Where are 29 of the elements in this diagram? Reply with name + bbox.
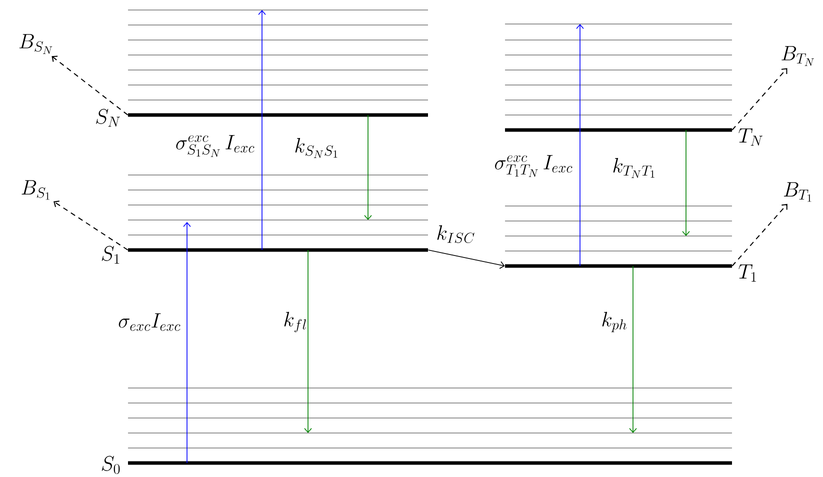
level-label: $S_0$ — [102, 456, 120, 474]
arrow — [54, 200, 128, 250]
edge-label: $k_{fl}$ — [284, 312, 306, 332]
state-label: $B_{S_N}$ — [19, 34, 52, 54]
edge-label: $k_{ph}$ — [602, 312, 627, 332]
edge-label: $k_{ISC}$ — [437, 225, 474, 244]
level-label: $T_N$ — [738, 128, 762, 146]
arrow — [364, 114, 372, 220]
level-label: $T_1$ — [738, 264, 756, 282]
state-label: $B_{T_N}$ — [782, 46, 814, 66]
edge-label: $k_{T_N T_1}$ — [613, 158, 654, 178]
arrow — [428, 250, 505, 269]
edge-label: $\sigma_{exc} I_{exc}$ — [118, 313, 180, 331]
state-label: $B_{S_1}$ — [22, 180, 50, 200]
arrow — [682, 130, 690, 236]
level-label: $S_N$ — [96, 108, 120, 127]
arrow — [629, 266, 637, 433]
edge-label: $\sigma^{exc}_{S_1 S_N}\, I_{exc}$ — [176, 135, 254, 157]
level-label: $S_1$ — [102, 246, 120, 264]
arrow — [576, 24, 584, 266]
arrow — [732, 204, 788, 266]
arrow — [258, 10, 266, 250]
edge-label: $k_{S_N S_1}$ — [295, 138, 338, 158]
arrow — [52, 56, 128, 116]
arrow — [304, 250, 312, 433]
arrow — [183, 222, 191, 464]
arrow — [732, 68, 788, 130]
edge-label: $\sigma^{exc}_{T_1 T_N}\, I_{exc}$ — [495, 155, 572, 177]
state-label: $B_{T_1}$ — [784, 182, 812, 202]
